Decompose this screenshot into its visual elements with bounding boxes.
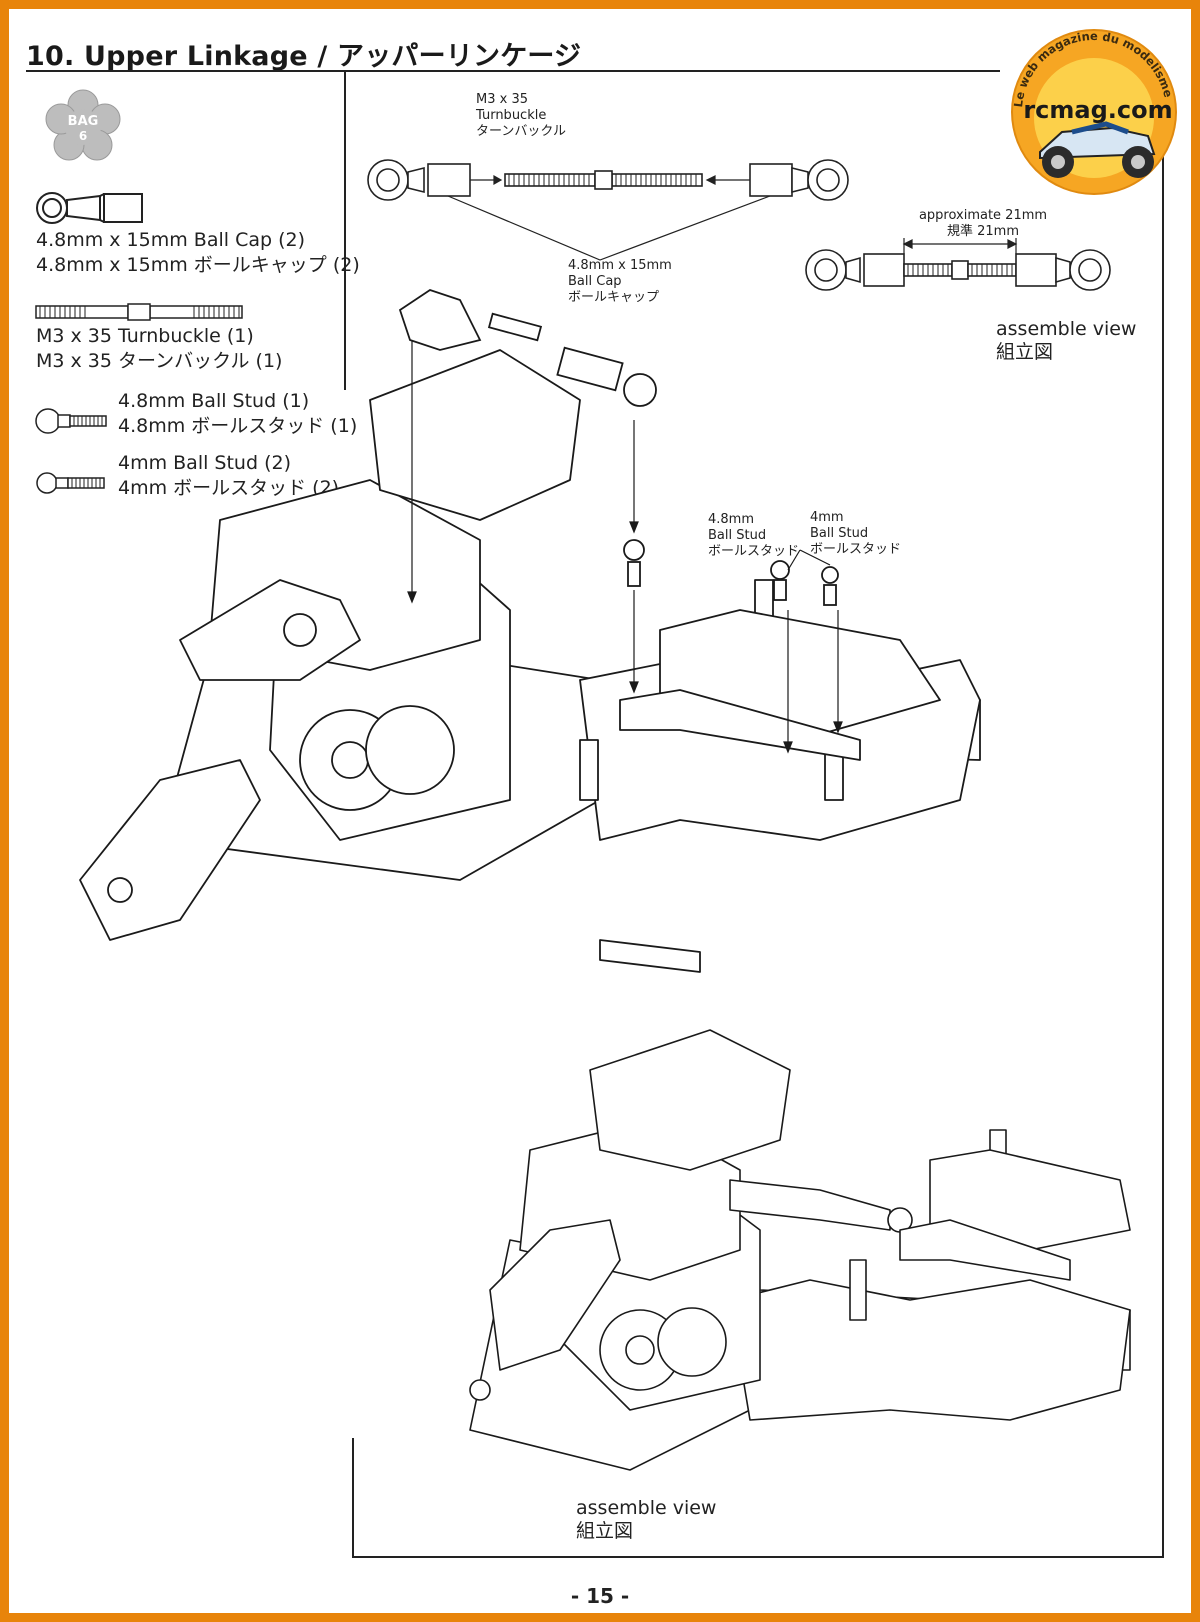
ball-stud-4-label: 4mm Ball Stud ボールスタッド xyxy=(810,510,901,558)
ball-cap-label-en: Ball Cap xyxy=(568,274,622,289)
part-ball-stud-4: 4mm Ball Stud (2) 4mm ボールスタッド (2) xyxy=(118,451,339,501)
ball-stud-4-label-en: Ball Stud xyxy=(810,526,869,541)
page-title: 10. Upper Linkage / アッパーリンケージ xyxy=(26,41,582,72)
length-label-jp: 規準 21mm xyxy=(946,224,1019,239)
ball-stud-48-label-en: Ball Stud xyxy=(708,528,767,543)
turnbuckle-label-size: M3 x 35 xyxy=(476,92,528,107)
part-turnbuckle: M3 x 35 Turnbuckle (1) M3 x 35 ターンバックル (… xyxy=(36,324,282,374)
header-rule xyxy=(26,70,1000,72)
diagram-panel-right-border xyxy=(1162,130,1164,1558)
bag-number: 6 xyxy=(79,129,87,143)
ball-stud-4-label-jp: ボールスタッド xyxy=(810,542,902,557)
parts-panel-right-border xyxy=(344,70,346,390)
exploded-turnbuckle-diagram xyxy=(367,159,849,261)
turnbuckle-icon xyxy=(35,303,243,321)
rcmag-logo: Le web magazine du modelisme rcmag.com xyxy=(1011,29,1177,195)
page-number: - 15 - xyxy=(570,1584,630,1608)
ball-cap-label-size: 4.8mm x 15mm xyxy=(568,258,672,273)
logo-site-text: rcmag.com xyxy=(1023,96,1172,124)
assemble-view-label-top-en: assemble view xyxy=(996,318,1137,340)
part-ball-cap: 4.8mm x 15mm Ball Cap (2) 4.8mm x 15mm ボ… xyxy=(36,228,360,278)
part-ball-stud-4-jp: 4mm ボールスタッド (2) xyxy=(118,477,340,499)
bag-badge: BAG 6 xyxy=(45,89,121,161)
part-ball-stud-48-jp: 4.8mm ボールスタッド (1) xyxy=(118,415,358,437)
part-turnbuckle-en: M3 x 35 Turnbuckle (1) xyxy=(36,325,254,347)
assemble-view-label-bottom-jp: 組立図 xyxy=(576,1520,634,1542)
diagram-panel-bottom-border xyxy=(352,1556,1164,1558)
assemble-view-label-bottom-en: assemble view xyxy=(576,1497,717,1519)
ball-cap-icon xyxy=(36,192,143,224)
ball-stud-48-label: 4.8mm Ball Stud ボールスタッド xyxy=(708,512,799,560)
ball-cap-label-jp: ボールキャップ xyxy=(568,290,660,305)
ball-stud-48-label-jp: ボールスタッド xyxy=(708,544,800,559)
part-ball-stud-4-en: 4mm Ball Stud (2) xyxy=(118,452,291,474)
length-label-en: approximate 21mm xyxy=(918,208,1048,223)
assemble-view-label-top: assemble view 組立図 xyxy=(996,318,1136,364)
part-ball-stud-48-en: 4.8mm Ball Stud (1) xyxy=(118,390,310,412)
ball-cap-label: 4.8mm x 15mm Ball Cap ボールキャップ xyxy=(568,258,672,306)
length-label: approximate 21mm 規準 21mm xyxy=(908,208,1058,240)
ball-stud-icon xyxy=(35,408,107,434)
part-ball-stud-48: 4.8mm Ball Stud (1) 4.8mm ボールスタッド (1) xyxy=(118,389,357,439)
bag-label: BAG xyxy=(68,114,99,129)
part-turnbuckle-jp: M3 x 35 ターンバックル (1) xyxy=(36,350,283,372)
ball-stud-4-label-size: 4mm xyxy=(810,510,844,525)
exploded-chassis-drawing xyxy=(79,289,981,973)
part-ball-cap-jp: 4.8mm x 15mm ボールキャップ (2) xyxy=(36,254,360,276)
diagram-panel-left-border xyxy=(352,1438,354,1558)
turnbuckle-label-jp: ターンバックル xyxy=(476,124,566,139)
assembled-turnbuckle-diagram xyxy=(805,238,1111,291)
ball-stud-small-icon xyxy=(36,472,105,494)
assemble-view-label-bottom: assemble view 組立図 xyxy=(576,1497,716,1543)
assembled-chassis-drawing xyxy=(469,1029,1131,1471)
part-ball-cap-en: 4.8mm x 15mm Ball Cap (2) xyxy=(36,229,305,251)
turnbuckle-label-en: Turnbuckle xyxy=(476,108,547,123)
assemble-view-label-top-jp: 組立図 xyxy=(996,341,1054,363)
ball-stud-48-label-size: 4.8mm xyxy=(708,512,755,527)
turnbuckle-label: M3 x 35 Turnbuckle ターンバックル xyxy=(476,92,566,140)
